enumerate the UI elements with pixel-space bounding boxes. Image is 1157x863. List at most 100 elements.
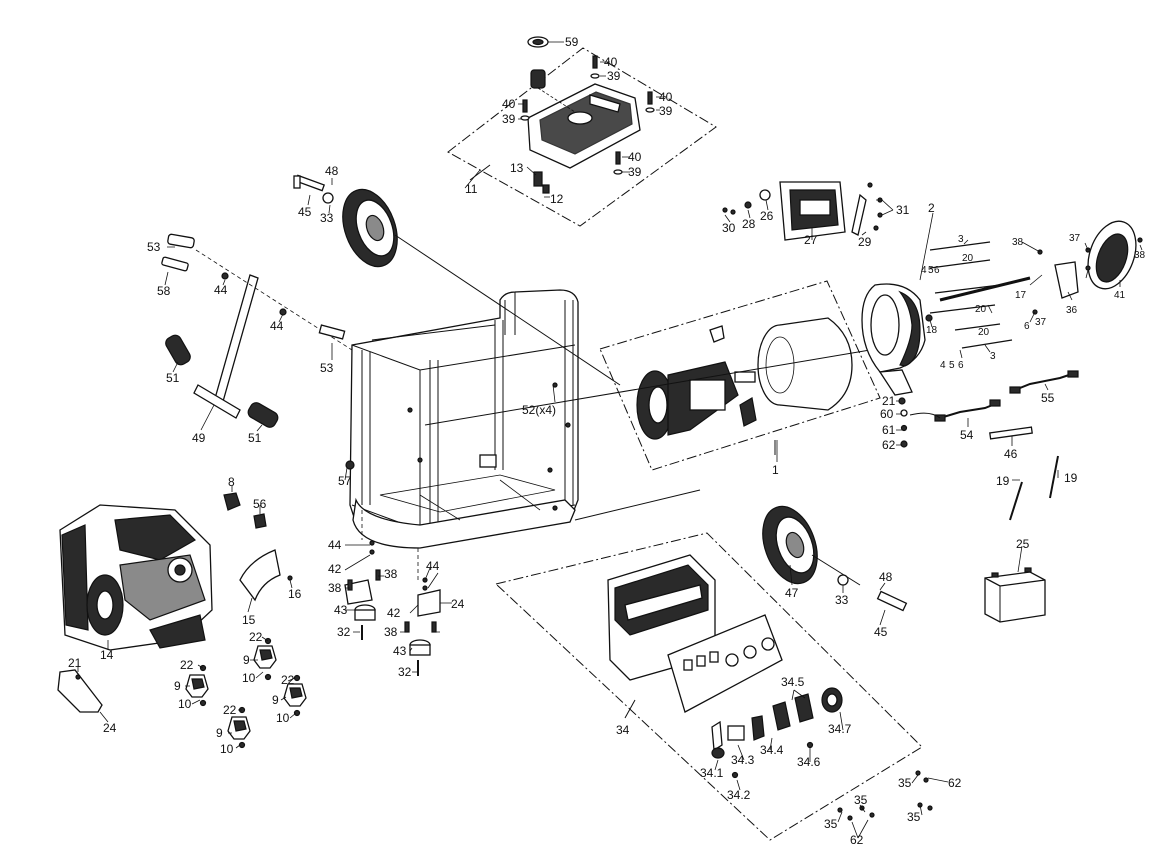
end-cover-fasteners: [898, 397, 908, 448]
label-11: 11: [465, 182, 478, 196]
label-37: 37: [1069, 233, 1081, 244]
engine-bracket-24: [57, 669, 103, 713]
label-18: 18: [926, 325, 938, 336]
label-24: 24: [103, 721, 117, 735]
label-35: 35: [824, 817, 838, 831]
axle-bolt-rear: [293, 174, 334, 204]
label-10: 10: [178, 697, 192, 711]
label-20: 20: [978, 327, 990, 338]
label-49: 49: [192, 431, 206, 445]
label-12: 12: [550, 192, 564, 206]
label-6: 6: [1024, 321, 1030, 332]
label-22: 22: [180, 658, 194, 672]
alternator-rotor: [636, 361, 756, 440]
label-1: 1: [772, 463, 779, 477]
axle-bolt-front: [837, 574, 908, 612]
battery: [984, 567, 1046, 623]
label-5: 5: [928, 265, 934, 276]
label-27: 27: [804, 233, 818, 247]
frame-mounts: [344, 510, 441, 676]
label-44: 44: [328, 538, 342, 552]
label-19: 19: [1064, 471, 1078, 485]
handle-bar: [193, 249, 353, 419]
label-3: 3: [958, 234, 964, 245]
label-40: 40: [628, 150, 642, 164]
label-24: 24: [451, 597, 465, 611]
label-34: 34: [616, 723, 630, 737]
label-34-6: 34.6: [797, 755, 821, 769]
label-44: 44: [270, 319, 284, 333]
small-screws-right: [722, 182, 1143, 322]
label-56: 56: [253, 497, 267, 511]
label-17: 17: [1015, 290, 1027, 301]
screw-16: [287, 575, 293, 581]
wheel-rear: [342, 188, 398, 268]
label-59: 59: [565, 35, 579, 49]
label-15: 15: [242, 613, 256, 627]
label-22: 22: [281, 673, 295, 687]
label-31: 31: [896, 203, 910, 217]
label-33: 33: [320, 211, 334, 225]
control-panel-plate: [667, 614, 783, 713]
label-47: 47: [785, 586, 799, 600]
label-51: 51: [166, 371, 180, 385]
label-34-2: 34.2: [727, 788, 751, 802]
label-10: 10: [276, 711, 290, 725]
label-3: 3: [990, 351, 996, 362]
label-39: 39: [628, 165, 642, 179]
label-55: 55: [1041, 391, 1055, 405]
label-2: 2: [928, 201, 935, 215]
label-62: 62: [948, 776, 962, 790]
label-39: 39: [502, 112, 516, 126]
label-26: 26: [760, 209, 774, 223]
label-53: 53: [147, 240, 161, 254]
label-20: 20: [975, 304, 987, 315]
label-38: 38: [384, 567, 398, 581]
label-45: 45: [298, 205, 312, 219]
label-42: 42: [387, 606, 401, 620]
label-46: 46: [1004, 447, 1018, 461]
fuel-valve: [533, 171, 550, 194]
label-34-5: 34.5: [781, 675, 805, 689]
heat-shield: [239, 549, 281, 602]
label-35: 35: [907, 810, 921, 824]
label-30: 30: [722, 221, 736, 235]
handle-grip-right: [247, 402, 279, 428]
label-10: 10: [242, 671, 256, 685]
label-39: 39: [659, 104, 673, 118]
label-35: 35: [898, 776, 912, 790]
label-38: 38: [1012, 237, 1024, 248]
wire-harness-55: [1014, 373, 1073, 391]
label-34-1: 34.1: [700, 766, 724, 780]
label-10: 10: [220, 742, 234, 756]
label-6: 6: [958, 360, 964, 371]
label-21: 21: [882, 394, 896, 408]
label-9: 9: [174, 679, 181, 693]
label-9: 9: [272, 693, 279, 707]
label-22: 22: [223, 703, 237, 717]
label-48: 48: [325, 164, 339, 178]
label-58: 58: [157, 284, 171, 298]
label-40: 40: [502, 97, 516, 111]
end-cover: [861, 283, 926, 396]
fan-cover: [1054, 220, 1137, 299]
label-45: 45: [874, 625, 888, 639]
label-38: 38: [1134, 250, 1146, 261]
label-4: 4: [940, 360, 946, 371]
label-25: 25: [1016, 537, 1030, 551]
label-51: 51: [248, 431, 262, 445]
label-37: 37: [1035, 317, 1047, 328]
alternator-group-outline: [599, 280, 881, 471]
label-62: 62: [882, 438, 896, 452]
fuel-tank: [527, 83, 641, 169]
label-44: 44: [214, 283, 228, 297]
label-13: 13: [510, 161, 524, 175]
fuel-cap: [527, 36, 549, 48]
label-38: 38: [328, 581, 342, 595]
label-29: 29: [858, 235, 872, 249]
wheel-front: [762, 505, 818, 585]
alternator-stator: [757, 317, 853, 411]
handle-bolt: [161, 233, 195, 272]
label-60: 60: [880, 407, 894, 421]
